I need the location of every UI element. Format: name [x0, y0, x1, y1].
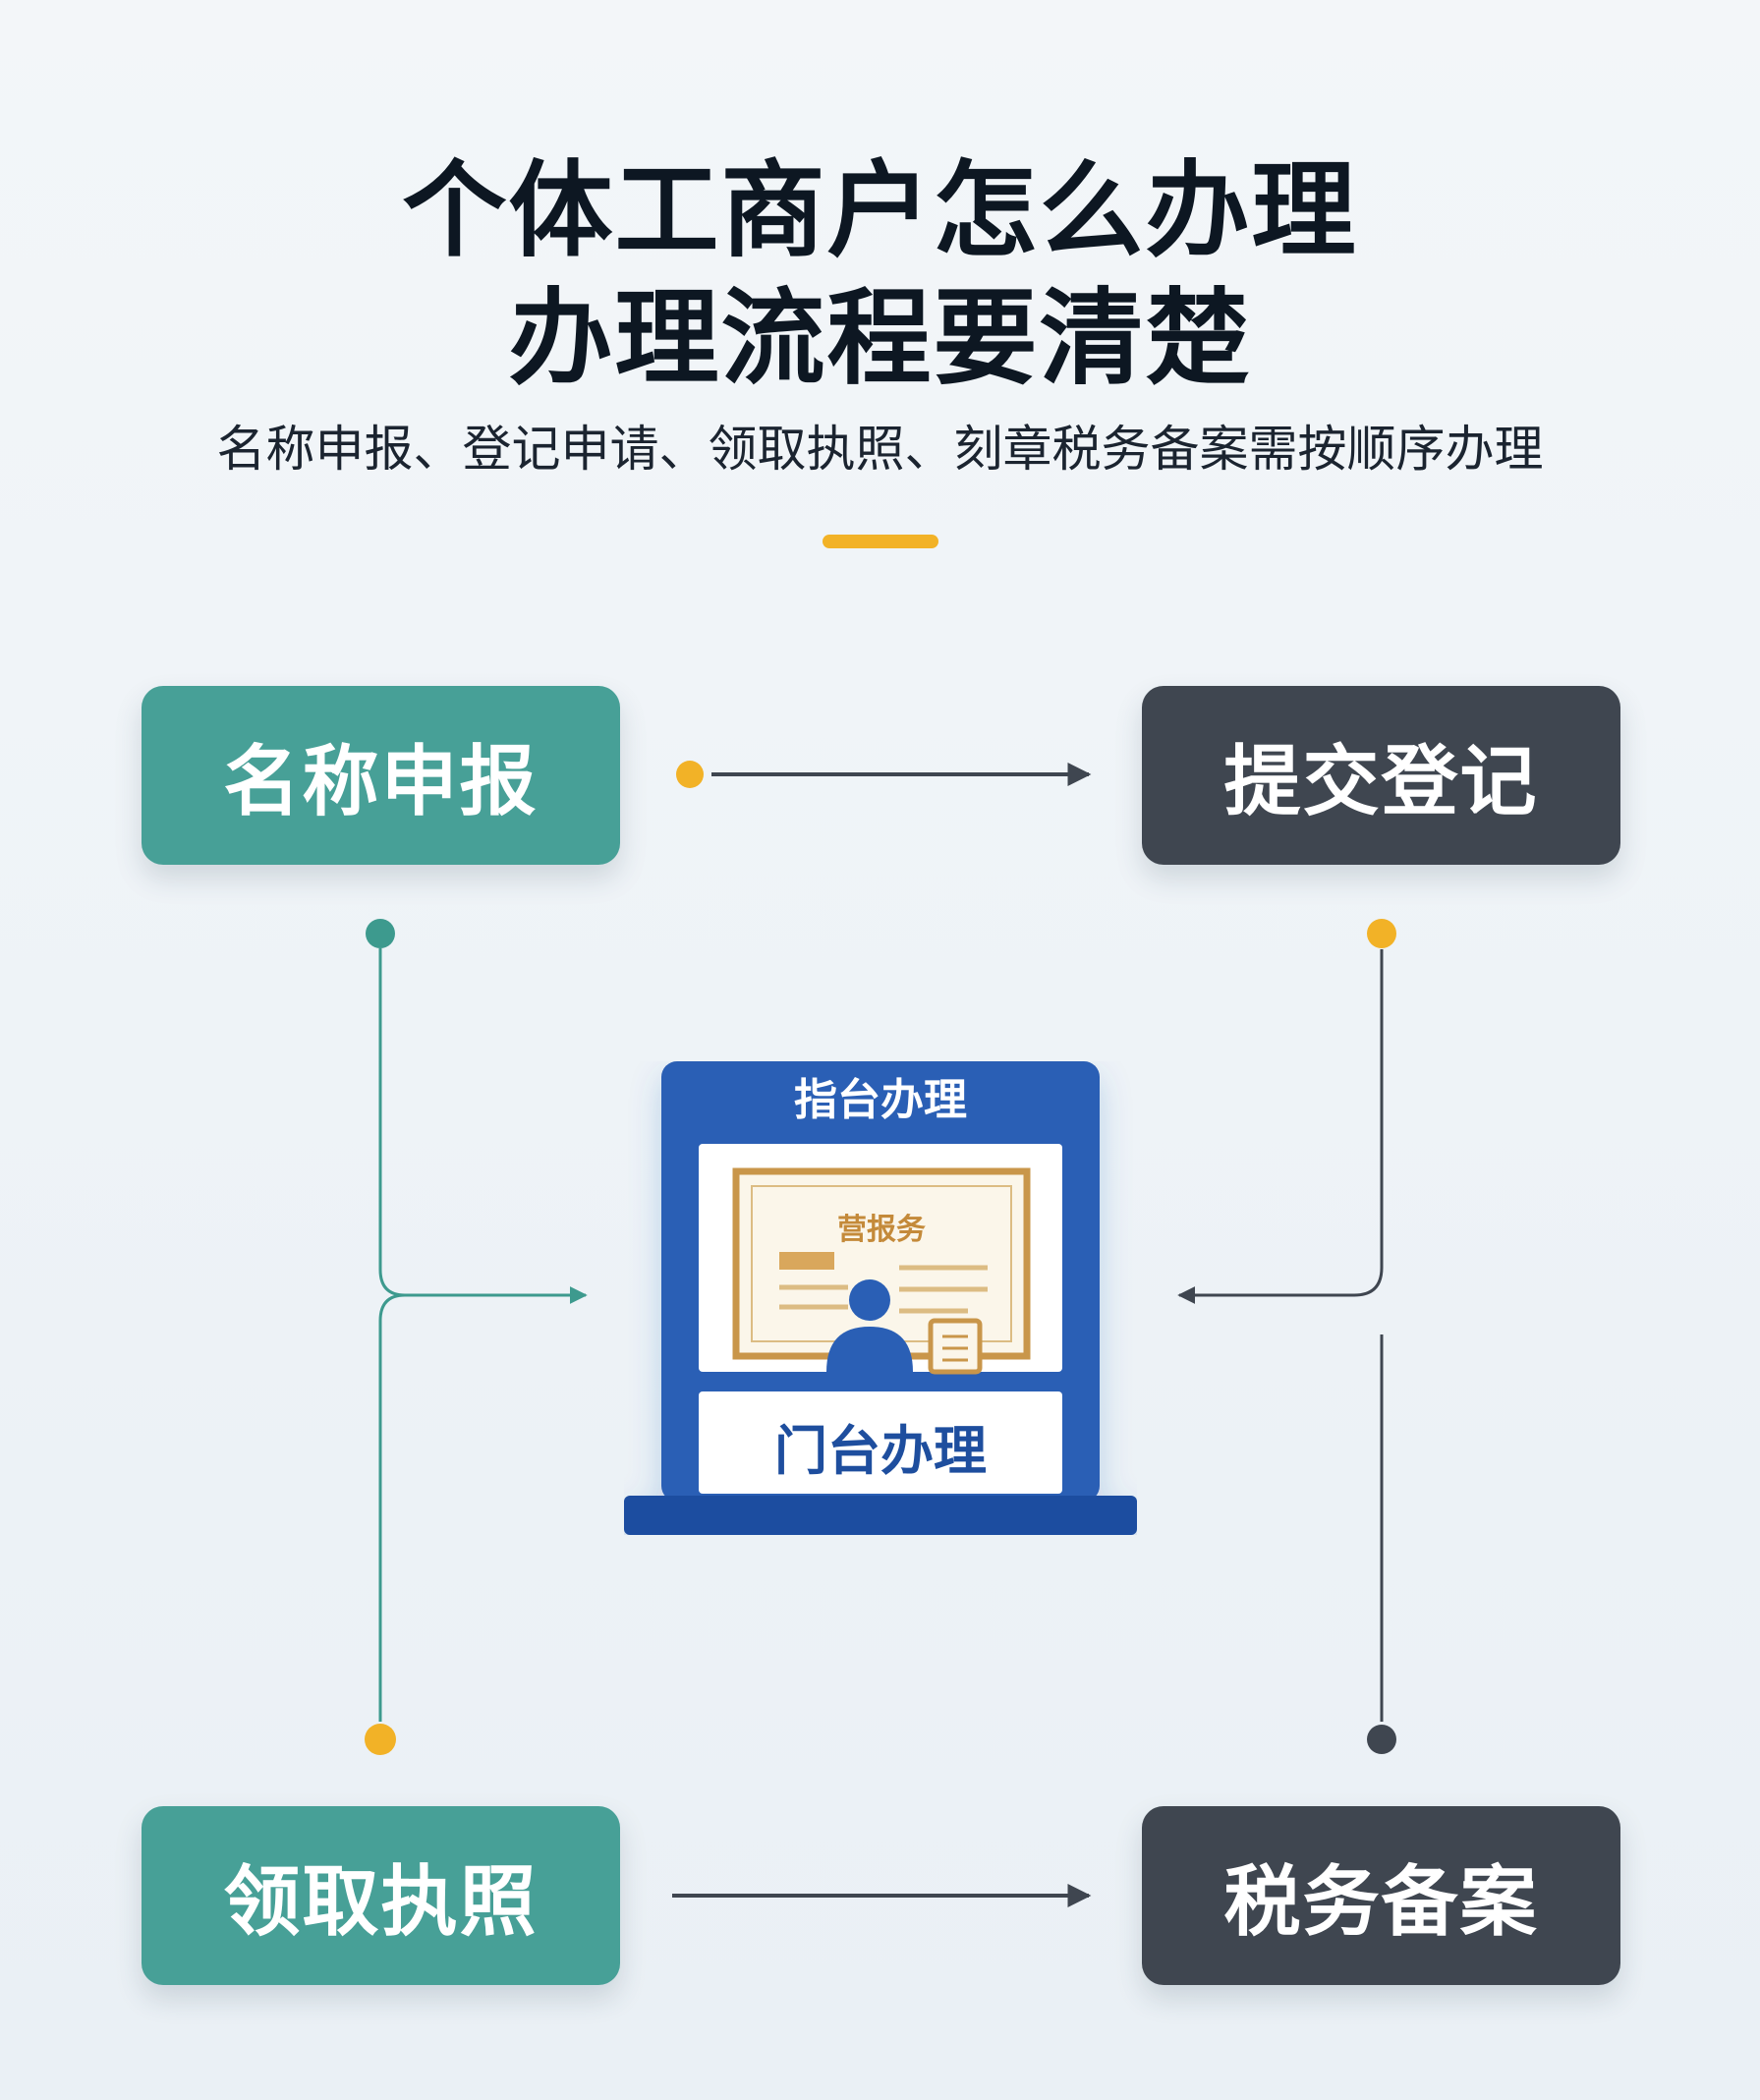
connector-dot-right-top [1367, 919, 1396, 948]
connector-dot-left-bottom [365, 1724, 396, 1755]
service-counter-icon [624, 1061, 1137, 1535]
step-submit-registration: 提交登记 [1142, 686, 1620, 865]
page-subtitle: 名称申报、登记申请、领取执照、刻章税务备案需按顺序办理 [216, 421, 1544, 478]
service-counter-illustration: 指台办理 营报务 门台办理 [624, 1061, 1137, 1535]
document-icon [928, 1318, 983, 1375]
step-collect-license: 领取执照 [142, 1806, 620, 1985]
connector-left-lower [378, 1293, 406, 1722]
connector-dot-left-top [366, 919, 395, 948]
arrow-right-to-counter [1177, 949, 1384, 1304]
counter-base [624, 1496, 1137, 1535]
counter-top-label: 指台办理 [794, 1075, 967, 1125]
counter-sign-panel [699, 1391, 1062, 1494]
accent-divider [823, 535, 938, 548]
arrow-left-to-counter [378, 948, 588, 1304]
connector-dot-right-bottom [1367, 1725, 1396, 1754]
connector-dot-top [676, 761, 704, 788]
certificate-heading: 营报务 [837, 1213, 926, 1247]
clerk-body [826, 1327, 913, 1372]
step-tax-filing: 税务备案 [1142, 1806, 1620, 1985]
clerk-head [849, 1279, 890, 1321]
certificate-seal-bar [779, 1252, 834, 1270]
counter-bottom-label: 门台办理 [774, 1419, 987, 1482]
page-title-line-2: 办理流程要清楚 [508, 278, 1252, 399]
step-name-report: 名称申报 [142, 686, 620, 865]
page-title-line-1: 个体工商户怎么办理 [402, 150, 1358, 271]
